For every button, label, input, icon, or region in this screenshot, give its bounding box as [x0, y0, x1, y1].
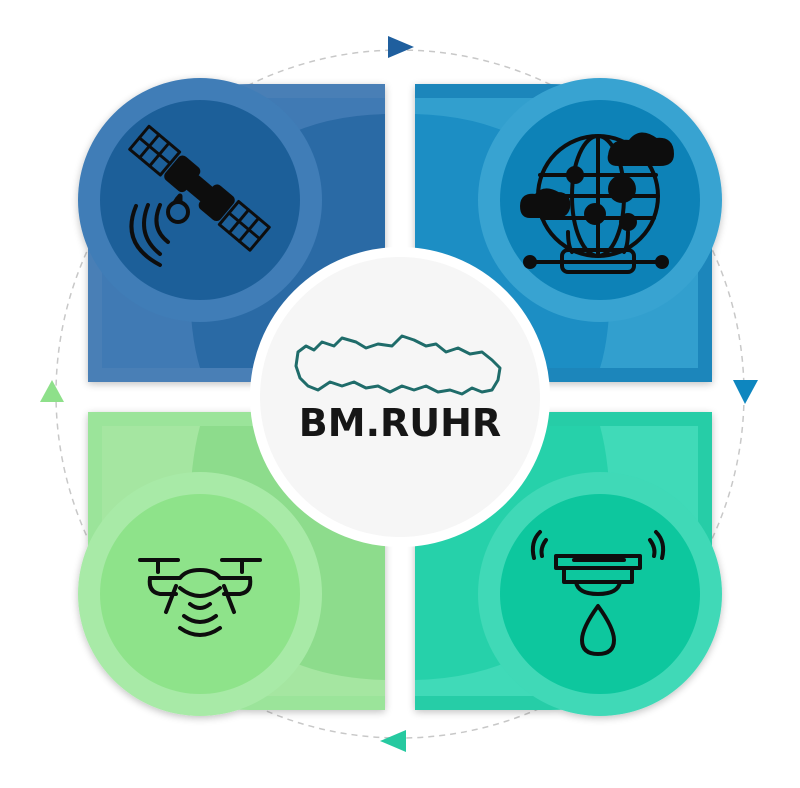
water-sensor-icon [530, 530, 666, 656]
cycle-arrow-left [40, 380, 64, 402]
region-outline-map-icon [294, 334, 502, 396]
satellite-icon [128, 124, 271, 267]
quadrant-top-right [415, 78, 722, 382]
cycle-arrow-bottom [380, 730, 406, 752]
drone-icon [138, 558, 262, 637]
globe-network-icon [519, 132, 675, 274]
center-title: BM.RUHR [299, 401, 501, 445]
cycle-arrow-right [733, 380, 758, 404]
center-hub: BM.RUHR [250, 247, 550, 547]
cycle-arrow-top [388, 36, 414, 58]
